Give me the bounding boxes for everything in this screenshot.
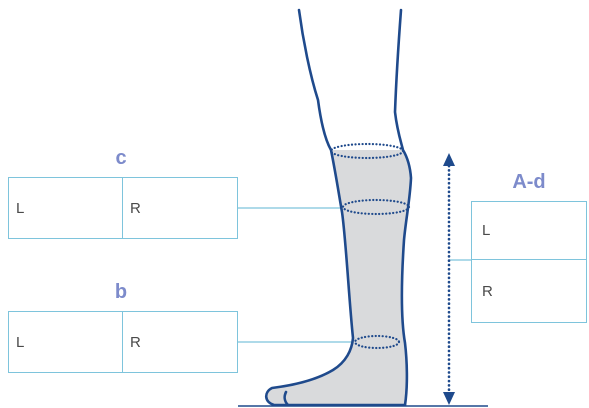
box-a-d-top-cell[interactable]: L xyxy=(472,202,586,260)
measurement-box-a-d: L R xyxy=(471,201,587,323)
height-arrow-icon xyxy=(443,153,455,405)
toe-detail xyxy=(283,390,290,407)
circumference-b xyxy=(353,334,401,350)
box-c-right-cell[interactable]: R xyxy=(130,199,141,217)
box-b-left-cell[interactable]: L xyxy=(9,312,123,372)
measurement-b-heading: b xyxy=(114,281,128,303)
box-c-left-cell[interactable]: L xyxy=(9,178,123,238)
measurement-a-d-heading: A-d xyxy=(512,171,546,193)
leg-outline-back xyxy=(264,8,407,407)
box-a-d-bottom-cell[interactable]: R xyxy=(482,282,493,300)
box-b-right-cell[interactable]: R xyxy=(130,333,141,351)
measurement-box-c: L R xyxy=(8,177,238,239)
circumference-d xyxy=(329,142,405,160)
leg-outline-front xyxy=(393,8,413,407)
measurement-box-b: L R xyxy=(8,311,238,373)
measurement-c-heading: c xyxy=(115,147,127,169)
circumference-c xyxy=(341,198,411,216)
